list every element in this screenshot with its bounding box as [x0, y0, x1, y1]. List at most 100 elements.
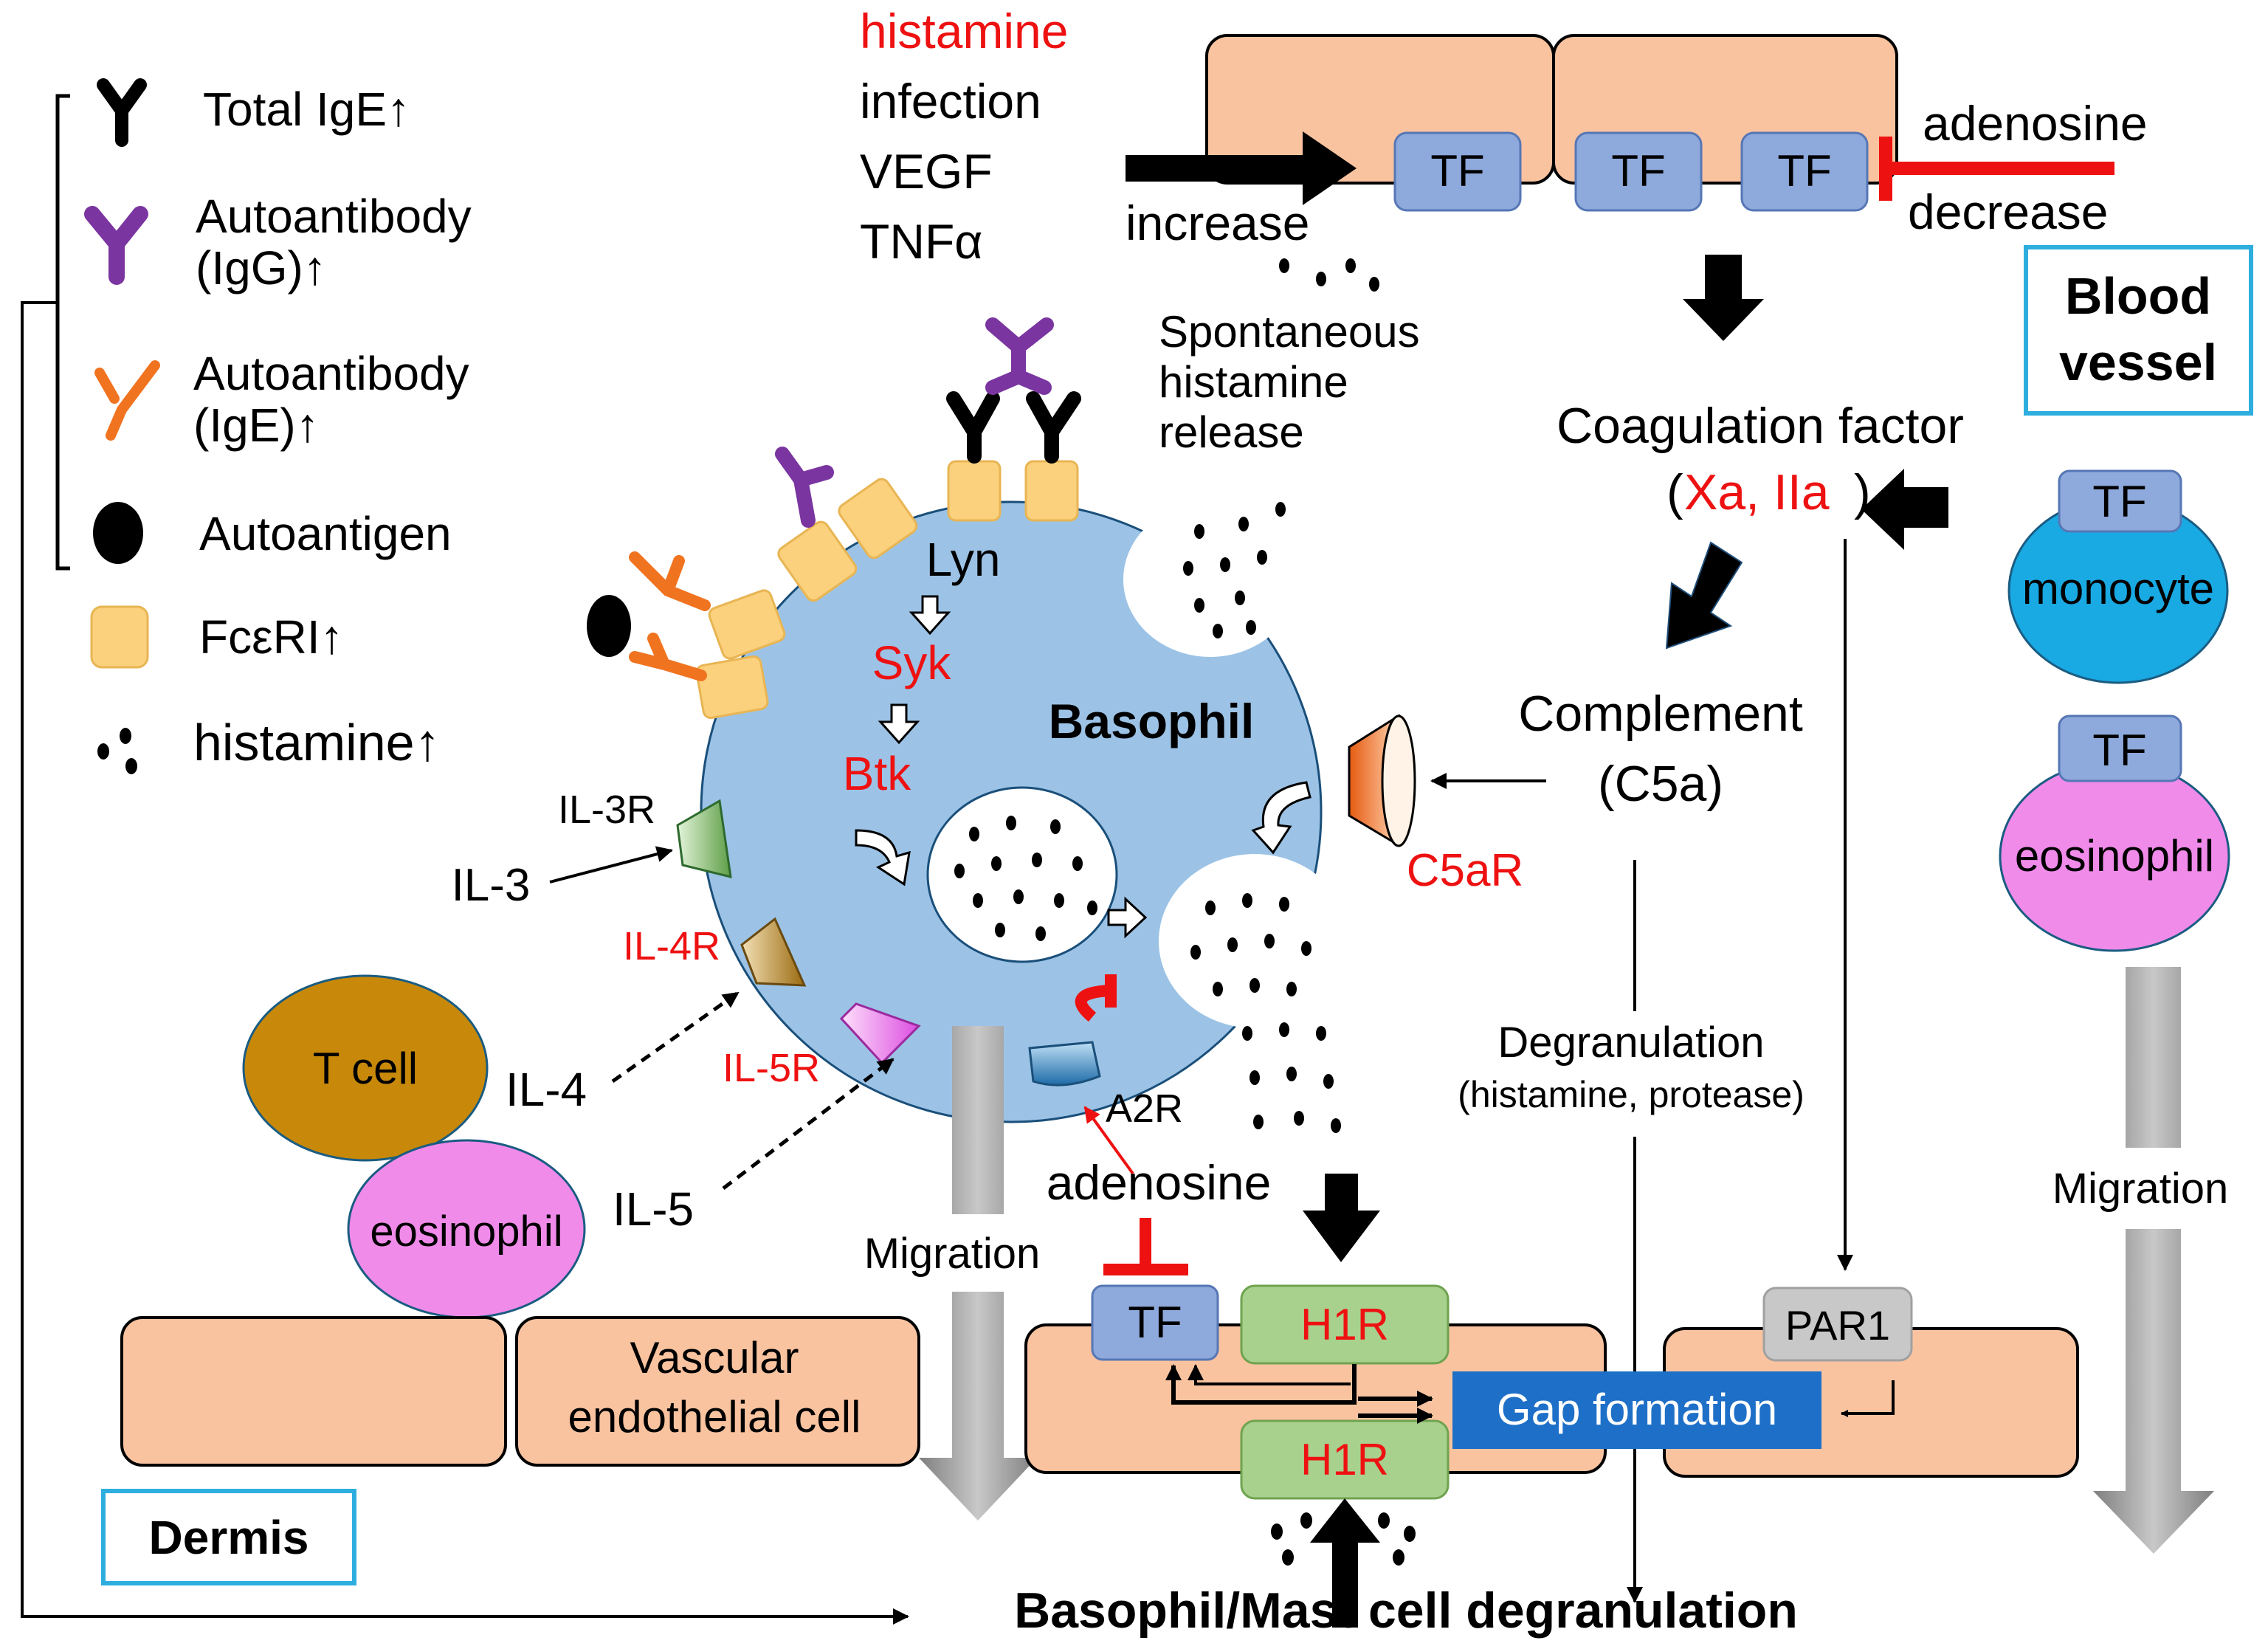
dermis-endothelium-right: TF H1R H1R Gap formation PAR1: [1024, 1284, 2079, 1500]
spontaneous-line3: release: [1159, 407, 1304, 457]
fceri-left-4: [695, 655, 769, 720]
migration-center-label-bg: [841, 1214, 1078, 1292]
dermis-box: [101, 1489, 356, 1585]
ige-autoantibodies-left: [629, 551, 711, 681]
a2r-inhibition-curve: [1075, 985, 1111, 1022]
total-ige-icon: [97, 78, 147, 147]
tf-to-coagulation-arrow: [1683, 255, 1764, 341]
legend: Total IgE↑ Autoantibody (IgG)↑ Autoantib…: [21, 78, 909, 1625]
coagulation-to-complement-arrow: [1665, 541, 1743, 650]
autoantibody-ige-icon: [94, 360, 160, 441]
c5ar-to-exocytosis-arrow: [1251, 781, 1311, 855]
a2r-label: A2R: [1106, 1087, 1183, 1131]
fceri-left-1: [777, 520, 858, 602]
il4-to-il4r-arrow: [611, 991, 740, 1084]
migration-right-label-bg: [2022, 1148, 2258, 1229]
trigger-vegf: VEGF: [860, 144, 993, 199]
trigger-infection: infection: [860, 74, 1041, 128]
c5ar-label: C5aR: [1407, 845, 1524, 896]
tf-box-bottom: [1091, 1284, 1219, 1361]
gap-formation-box: [1452, 1371, 1821, 1449]
granule-to-exocytosis-arrow: [1107, 896, 1148, 939]
h1r-to-tf-arrow-2: [1188, 1364, 1351, 1385]
trigger-tnfa: TNFα: [860, 214, 982, 269]
spontaneous-line1: Spontaneous: [1159, 307, 1420, 357]
blood-vessel-box: [2024, 245, 2253, 416]
fceri-receptors: [695, 460, 1079, 720]
top-endothelium: TF TF TF increase adenosine decrease: [1126, 34, 2148, 250]
spontaneous-dots: [1279, 258, 1379, 292]
vascular-line2: endothelial cell: [568, 1392, 861, 1442]
endothelial-cell-dermis-2: [515, 1316, 920, 1467]
il3-to-il3r-arrow: [549, 846, 673, 884]
blood-vessel-line2: vessel: [2059, 334, 2217, 391]
histamine-dots-icon: [97, 728, 137, 774]
h1r-to-tf-arrow-1: [1165, 1364, 1357, 1405]
triggers: histamine infection VEGF TNFα: [860, 4, 1068, 269]
il3r-receptor: [676, 799, 732, 878]
tf-bottom-label: TF: [1128, 1298, 1182, 1347]
h1r-top-box: [1240, 1284, 1450, 1365]
basophil-cell: Basophil Lyn Syk Btk A2R C5aR IL-3R IL-3…: [452, 317, 1546, 1175]
increase-arrow: [1126, 131, 1357, 205]
fceri-left-3: [708, 589, 786, 660]
tf-top-1-label: TF: [1430, 146, 1484, 196]
dermis-label: Dermis: [149, 1511, 309, 1564]
il3-label: IL-3: [452, 860, 531, 911]
legend-total-ige-label: Total IgE↑: [203, 83, 410, 136]
legend-autoantibody-igg-line1: Autoantibody: [196, 190, 472, 243]
decrease-label: decrease: [1908, 185, 2109, 239]
tf-top-2-label: TF: [1611, 146, 1665, 196]
h1r-top-label: H1R: [1300, 1300, 1389, 1349]
degranulation-line2: (histamine, protease): [1458, 1074, 1805, 1115]
adenosine-bottom-label: adenosine: [1047, 1155, 1272, 1210]
increase-label: increase: [1126, 196, 1309, 250]
ige-antibodies-top: [946, 391, 1081, 464]
il5-label: IL-5: [613, 1182, 694, 1236]
monocyte-tf-label: TF: [2092, 477, 2146, 526]
h1r-bottom-label: H1R: [1300, 1435, 1389, 1484]
degranulation-to-h1r-arrow: [1310, 1498, 1380, 1628]
adenosine-to-a2r-arrow: [1083, 1106, 1134, 1175]
t-cell-label: T cell: [313, 1044, 418, 1093]
trigger-histamine: histamine: [860, 4, 1068, 58]
degranulation-label-bg: [1410, 1011, 1845, 1137]
autoantibody-igg-icon: [84, 206, 148, 285]
a2r-receptor: [1028, 1041, 1101, 1087]
monocyte-to-coagulation-arrow: [1861, 469, 1948, 550]
vascular-line1: Vascular: [630, 1333, 799, 1382]
histamine-bottom-dots: [1271, 1512, 1416, 1566]
migration-right-label: Migration: [2052, 1165, 2229, 1213]
complement-line2: (C5a): [1598, 756, 1723, 812]
endothelial-cell-dermis-1: [120, 1316, 507, 1467]
il5-to-il5r-arrow: [722, 1058, 895, 1190]
par1-label: PAR1: [1785, 1302, 1890, 1349]
syk-label: Syk: [872, 636, 952, 689]
degranulation-line1: Degranulation: [1497, 1019, 1764, 1067]
eosinophil-blood-label: eosinophil: [2015, 831, 2214, 881]
syk-to-btk-arrow: [878, 703, 920, 745]
complement-line1: Complement: [1518, 686, 1803, 742]
legend-bracket: [55, 94, 70, 571]
tf-box-top-1: [1393, 131, 1522, 212]
eosinophil-blood-tf-box: [2058, 714, 2182, 782]
tf-box-top-2: [1574, 131, 1703, 212]
histamine-to-h1r-arrow: [1303, 1174, 1380, 1262]
igg-bridge-top: [985, 317, 1054, 395]
il5r-receptor: [839, 1002, 921, 1065]
monocyte-label: monocyte: [2022, 564, 2214, 613]
migration-right-arrow: [2093, 967, 2214, 1554]
coagulation-open-paren: (: [1666, 464, 1683, 520]
ige-top-1: [946, 391, 1000, 464]
autoantigen-icon: [93, 502, 143, 564]
eosinophil-dermis-label: eosinophil: [370, 1208, 562, 1256]
granule-top-dots: [1183, 502, 1286, 638]
fceri-top-2: [1024, 460, 1079, 522]
legend-histamine-label: histamine↑: [193, 714, 441, 771]
coagulation-factors: Xa, IIa: [1684, 464, 1830, 520]
exocytosis-dots: [1190, 893, 1341, 1133]
fceri-icon: [90, 605, 149, 669]
legend-autoantibody-ige-line1: Autoantibody: [193, 347, 469, 400]
coagulation-label: Coagulation factor: [1557, 398, 1964, 454]
btk-to-granule-arrow: [855, 829, 911, 886]
